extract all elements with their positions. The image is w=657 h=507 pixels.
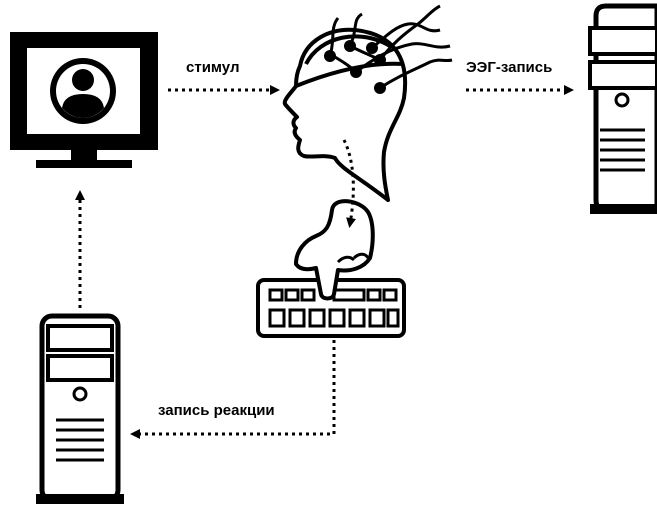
monitor-user-icon xyxy=(10,32,158,168)
response-recording-label: запись реакции xyxy=(158,402,275,419)
eeg-recording-label: ЭЭГ-запись xyxy=(466,59,553,76)
response-recording-arrow xyxy=(130,340,336,439)
tower-computer-icon xyxy=(588,3,657,214)
stimulus-label: стимул xyxy=(186,59,240,76)
tower-computer-icon xyxy=(36,313,124,504)
head-with-eeg-electrodes-icon xyxy=(282,4,453,202)
keyboard-with-finger-icon xyxy=(256,199,406,338)
